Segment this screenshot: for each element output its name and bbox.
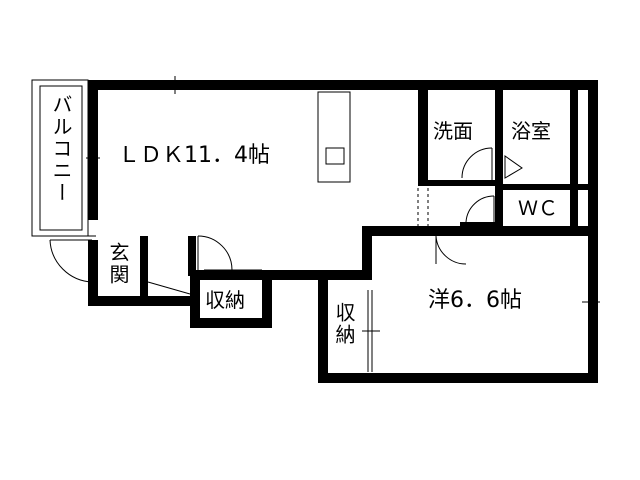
wc-label: ＷＣ (518, 196, 558, 220)
bathroom-label: 浴室 (511, 119, 551, 143)
washroom-label: 洗面 (433, 119, 473, 143)
walls (88, 80, 598, 383)
fixtures (31, 76, 600, 372)
western-room-label: 洋6．6帖 (428, 288, 522, 313)
western-storage-label: 収納 (332, 302, 356, 346)
entry-storage-label: 収納 (205, 288, 245, 312)
balcony-label: バルコニー (49, 94, 73, 204)
entrance-label: 玄関 (106, 242, 130, 286)
ldk-label: ＬＤＫ11．4帖 (118, 143, 270, 168)
